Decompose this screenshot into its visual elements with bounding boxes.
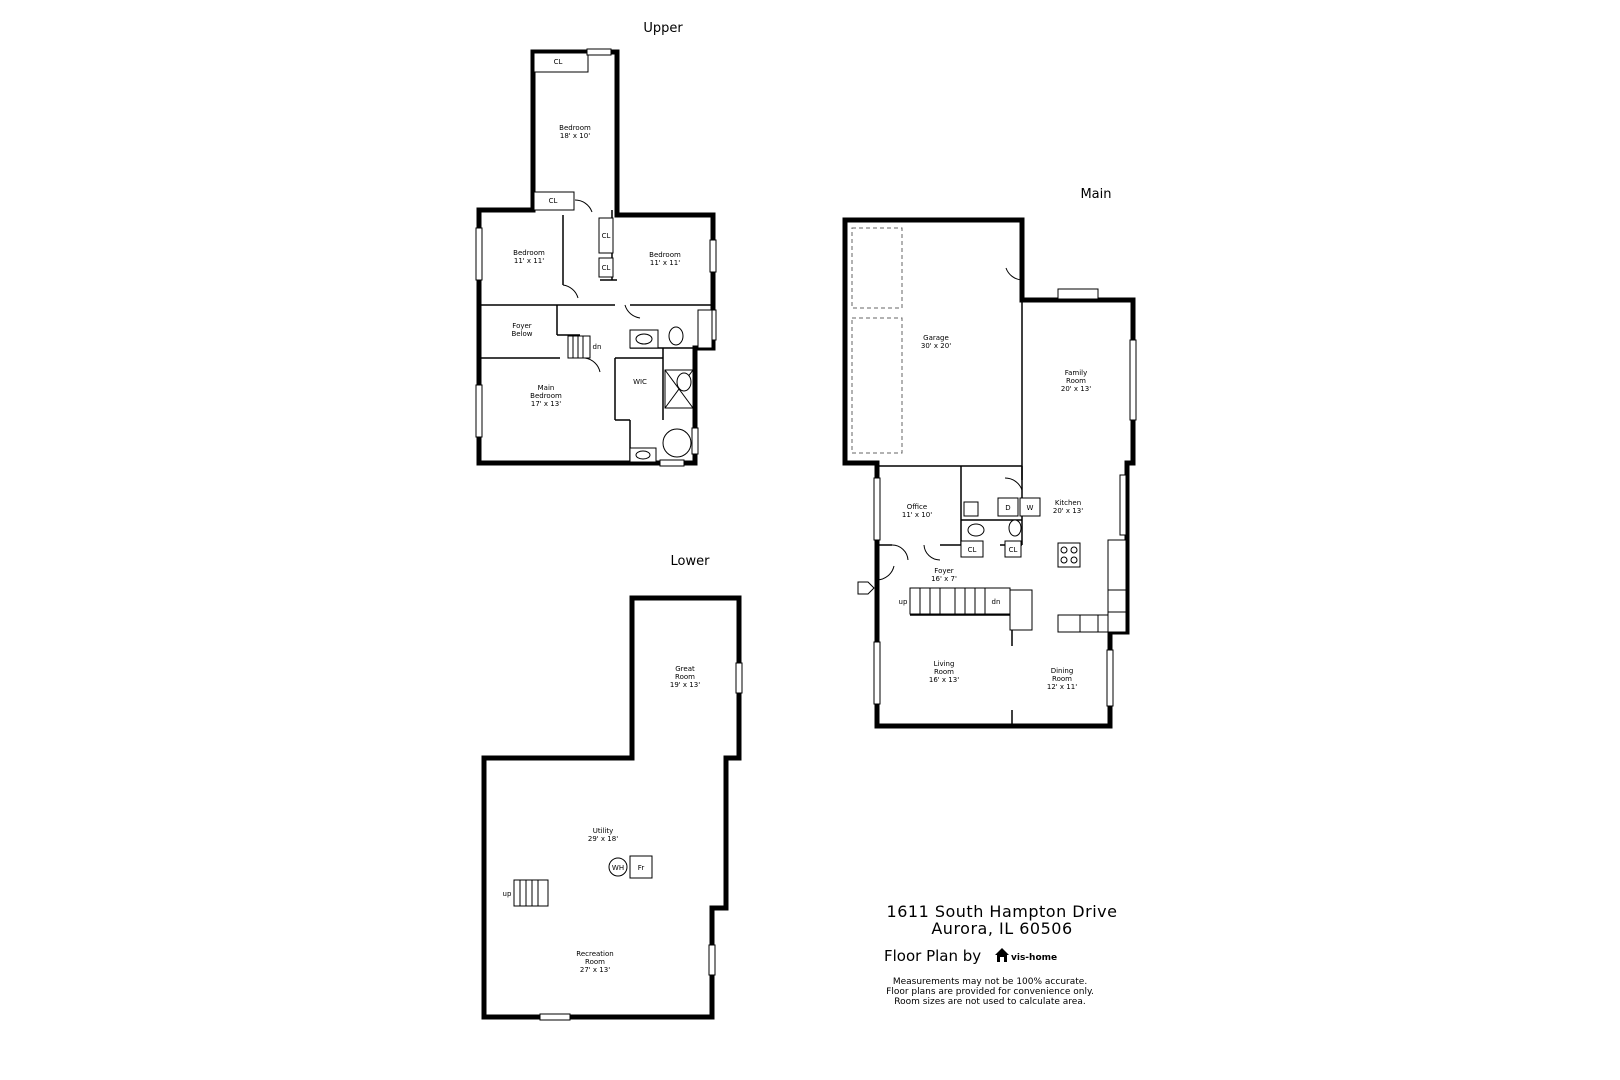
utility-name: Utility [593,827,614,835]
living-room-line1: Living [934,660,955,668]
family-room-line1: Family [1065,369,1088,377]
foyer-dims: 16' x 7' [931,575,957,583]
upper-closet-top-label: CL [554,58,563,66]
dryer [997,497,1019,517]
lower-stairs [513,879,549,907]
water-heater [608,857,628,877]
garage-name: Garage [923,334,949,342]
upper-main-bedroom-line2: Bedroom [530,392,562,400]
disclaimer-line1: Measurements may not be 100% accurate. [893,977,1087,987]
dining-room-line1: Dining [1051,667,1074,675]
dining-room-line2: Room [1052,675,1072,683]
main-floor: Main [842,187,1137,729]
office-dims: 11' x 10' [902,511,932,519]
upper-closet-right-b [598,257,614,278]
brand-name: vis-home [1011,953,1057,963]
living-room-line2: Room [934,668,954,676]
dryer-label: D [1005,504,1010,512]
upper-interior-walls [479,210,713,463]
furnace-label: Fr [638,864,645,872]
garage-parking-outline [851,227,903,454]
great-room-dims: 19' x 13' [670,681,700,689]
main-closet-a [960,540,984,558]
main-closet-b [1004,540,1022,558]
footer: 1611 South Hampton Drive Aurora, IL 6050… [884,902,1117,1007]
office-name: Office [907,503,927,511]
upper-closet-mid [533,191,575,211]
upper-stairs-label: dn [593,343,602,351]
upper-closet-top [533,52,589,73]
main-windows [873,339,1137,707]
recreation-room-line2: Room [585,958,605,966]
upper-bath-fixtures [629,309,713,463]
upper-bedroom-left-name: Bedroom [513,249,545,257]
dining-room-dims: 12' x 11' [1047,683,1077,691]
disclaimer-line3: Room sizes are not used to calculate are… [894,997,1085,1007]
upper-floor: Upper CL CL CL CL [475,21,717,467]
vis-home-logo-icon [995,948,1009,962]
upper-wic-label: WIC [633,378,647,386]
washer-label: W [1027,504,1034,512]
furnace [629,855,653,879]
upper-closet-right-b-label: CL [602,264,611,272]
main-stairs-dn-label: dn [992,598,1001,606]
garage-dims: 30' x 20' [921,342,951,350]
floor-plan-by: Floor Plan by [884,947,981,965]
upper-foyer-below-line1: Foyer [512,322,532,330]
main-stairs [909,587,1011,615]
main-floor-title: Main [1080,187,1111,202]
foyer-name: Foyer [934,567,954,575]
upper-foyer-below-line2: Below [511,330,532,338]
washer [1019,497,1041,517]
upper-closet-right-a-label: CL [602,232,611,240]
lower-stairs-up-label: up [503,890,512,898]
great-room-line1: Great [675,665,695,673]
upper-bedroom-top-name: Bedroom [559,124,591,132]
great-room-line2: Room [675,673,695,681]
lower-windows [539,662,743,1021]
lower-exterior-wall [481,595,742,1020]
upper-main-bedroom-line1: Main [538,384,555,392]
recreation-room-line1: Recreation [576,950,613,958]
family-room-dims: 20' x 13' [1061,385,1091,393]
upper-closet-right-a [598,217,614,254]
main-closet-a-label: CL [968,546,977,554]
kitchen-fixtures [1009,539,1127,633]
upper-bedroom-right-name: Bedroom [649,251,681,259]
main-stairs-up-label: up [899,598,908,606]
upper-closet-mid-label: CL [549,197,558,205]
address-line1: 1611 South Hampton Drive [887,902,1118,921]
kitchen-dims: 20' x 13' [1053,507,1083,515]
living-room-dims: 16' x 13' [929,676,959,684]
utility-dims: 29' x 18' [588,835,618,843]
main-doors [857,267,1023,595]
family-room-line2: Room [1066,377,1086,385]
address-line2: Aurora, IL 60506 [931,919,1072,938]
recreation-room-dims: 27' x 13' [580,966,610,974]
upper-bedroom-right-dims: 11' x 11' [650,259,680,267]
main-closet-b-label: CL [1009,546,1018,554]
upper-windows [475,48,717,467]
main-bath-fixtures [963,501,1022,537]
disclaimer-line2: Floor plans are provided for convenience… [886,987,1094,997]
fireplace [1057,288,1099,300]
main-interior-walls [877,300,1023,726]
water-heater-label: WH [612,864,624,872]
upper-bedroom-top-dims: 18' x 10' [560,132,590,140]
upper-floor-title: Upper [643,21,683,36]
upper-bedroom-left-dims: 11' x 11' [514,257,544,265]
kitchen-name: Kitchen [1055,499,1081,507]
lower-floor-title: Lower [671,554,711,569]
upper-main-bedroom-dims: 17' x 13' [531,400,561,408]
lower-floor: Lower up WH Fr Great Room 19' x 13' Util… [481,554,743,1021]
upper-stairs [567,335,591,359]
